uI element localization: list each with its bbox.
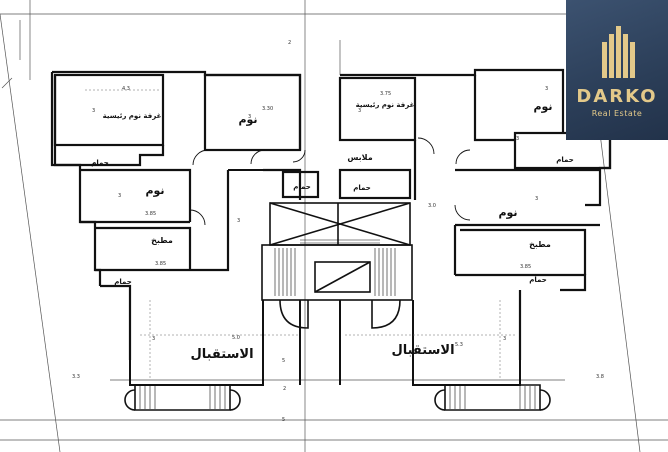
svg-text:3: 3: [358, 108, 361, 114]
svg-text:3: 3: [503, 336, 506, 342]
svg-text:3: 3: [545, 86, 548, 92]
walls-right: [338, 68, 612, 360]
svg-text:3: 3: [237, 218, 240, 224]
svg-text:5: 5: [282, 417, 285, 423]
svg-text:3.0: 3.0: [428, 203, 436, 209]
room-bedroom-mid-right: نوم: [498, 206, 517, 219]
svg-text:3.3: 3.3: [72, 374, 80, 380]
building-icon: [602, 26, 635, 78]
room-kitchen-left: مطبخ: [151, 236, 173, 245]
room-bath-2: حمام: [556, 156, 574, 164]
room-bath-1: حمام: [91, 159, 109, 167]
room-bath-3: حمام: [293, 183, 311, 191]
svg-text:3.30: 3.30: [262, 106, 273, 112]
svg-text:3.85: 3.85: [155, 261, 166, 267]
svg-text:3.85: 3.85: [145, 211, 156, 217]
svg-text:2: 2: [283, 386, 286, 392]
svg-text:5.0: 5.0: [232, 335, 240, 341]
svg-text:3.75: 3.75: [380, 91, 391, 97]
room-bath-5: حمام: [114, 278, 132, 286]
svg-text:3: 3: [118, 193, 121, 199]
balconies: [124, 384, 551, 411]
room-kitchen-right: مطبخ: [529, 240, 551, 249]
svg-text:3: 3: [152, 336, 155, 342]
dimension-text: 2 4.3 3 3.30 3 3.75 3 3 3 3 3.85 3 3.0 3…: [72, 40, 604, 423]
door-swings: [189, 137, 471, 226]
svg-text:3: 3: [248, 114, 251, 120]
svg-text:4.3: 4.3: [122, 86, 130, 92]
logo-tagline: Real Estate: [591, 109, 643, 118]
svg-text:3: 3: [535, 196, 538, 202]
room-dressing: ملابس: [347, 153, 372, 163]
darko-logo: DARKO Real Estate: [566, 0, 668, 140]
svg-text:3.8: 3.8: [596, 374, 604, 380]
room-bedroom-top-right: نوم: [533, 100, 552, 113]
walls-left: [50, 70, 320, 360]
svg-text:3: 3: [92, 108, 95, 114]
balcony-rails: [139, 386, 536, 409]
svg-text:5.3: 5.3: [455, 342, 463, 348]
svg-text:2: 2: [288, 40, 291, 46]
room-bedroom-top-left: نوم: [238, 113, 257, 126]
room-master-bedroom-right: غرفة نوم رئيسية: [356, 101, 415, 109]
logo-name: DARKO: [576, 86, 658, 107]
room-bath-4: حمام: [353, 184, 371, 192]
svg-text:3.85: 3.85: [520, 264, 531, 270]
dimension-lines: [85, 89, 515, 380]
room-reception-left: الاستقبال: [190, 347, 253, 362]
stair-treads: [274, 239, 396, 296]
room-master-bedroom-left: غرفة نوم رئيسية: [103, 112, 162, 120]
room-bedroom-mid-left: نوم: [145, 184, 164, 197]
svg-text:3: 3: [516, 136, 519, 142]
room-reception-right: الاستقبال: [391, 343, 454, 358]
svg-text:5: 5: [282, 358, 285, 364]
stair-core: [261, 202, 413, 329]
room-bath-6: حمام: [529, 276, 547, 284]
